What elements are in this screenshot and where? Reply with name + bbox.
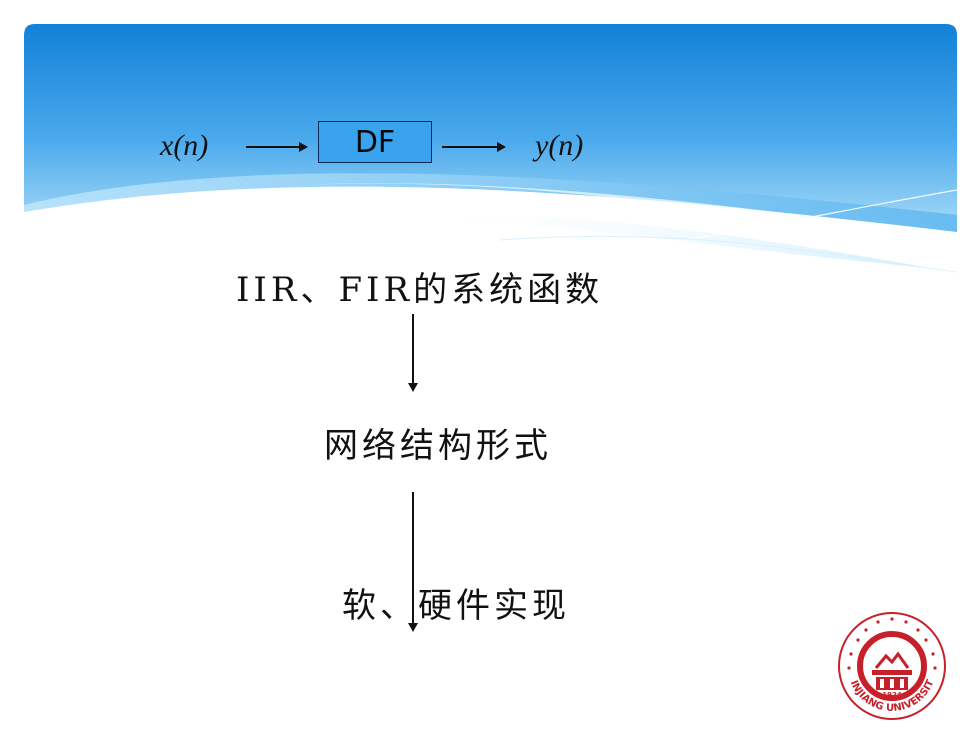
header-banner xyxy=(24,24,958,300)
output-arrow xyxy=(442,142,506,152)
seal-year: 1924 xyxy=(882,691,902,699)
flow-step-system-function: IIR、FIR的系统函数 xyxy=(236,270,604,310)
digital-filter-label: DF xyxy=(354,124,396,160)
flow-step-implementation: 软、硬件实现 xyxy=(342,586,570,626)
down-arrow-2 xyxy=(409,492,417,632)
digital-filter-block: DF xyxy=(318,121,432,163)
university-seal-logo: 1924 XINJIANG UNIVERSITY xyxy=(836,610,946,720)
flow-step-network-structure: 网络结构形式 xyxy=(324,426,552,466)
output-signal-label: y(n) xyxy=(535,129,584,162)
down-arrow-1 xyxy=(409,314,417,392)
input-arrow xyxy=(246,142,308,152)
input-signal-label: x(n) xyxy=(160,129,209,162)
